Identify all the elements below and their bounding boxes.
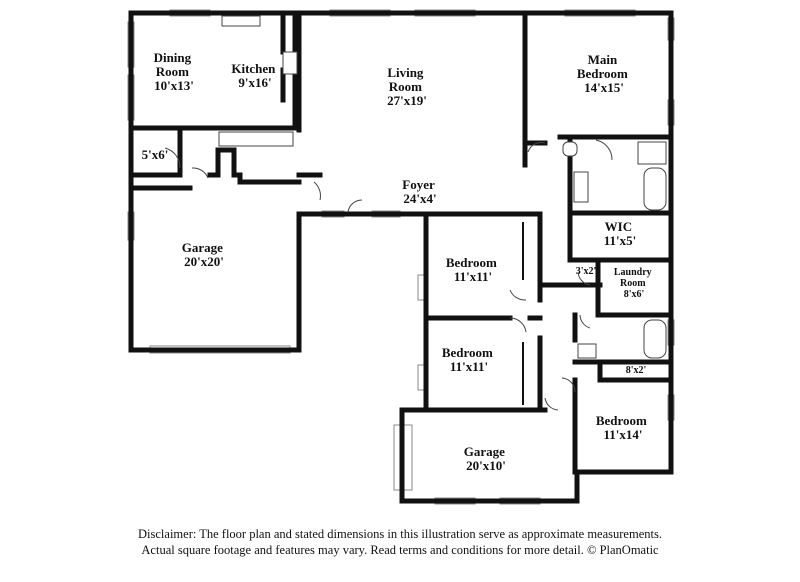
room-label-wic: WIC 11'x5' (604, 219, 637, 248)
room-label-foyer: Foyer 24'x4' (402, 177, 438, 206)
shower (637, 141, 667, 165)
room-label-kitchen: Kitchen 9'x16' (231, 61, 278, 90)
window (417, 364, 425, 391)
sink (282, 51, 298, 75)
room-label-closet-5x6: 5'x6' (142, 147, 169, 162)
floor-plan: Dining Room 10'x13' Kitchen 9'x16' Livin… (127, 9, 675, 505)
room-label-garage-small: Garage 20'x10' (464, 444, 508, 473)
disclaimer-line-2: Actual square footage and features may v… (141, 543, 659, 557)
bathtub (643, 319, 667, 359)
doors (164, 139, 613, 411)
disclaimer-line-1: Disclaimer: The floor plan and stated di… (138, 527, 662, 541)
stove (221, 15, 261, 27)
room-label-bedroom-2: Bedroom 11'x11' (442, 345, 496, 374)
room-label-bedroom-3: Bedroom 11'x14' (596, 413, 650, 442)
vanity (577, 343, 597, 359)
window (417, 274, 425, 301)
interior-details (218, 15, 667, 405)
walls (128, 10, 674, 504)
counter (218, 131, 294, 147)
room-label-dining: Dining Room 10'x13' (154, 50, 195, 93)
bathtub (643, 167, 667, 211)
room-label-living: Living Room 27'x19' (387, 65, 427, 108)
room-label-bedroom-1: Bedroom 11'x11' (446, 255, 500, 284)
toilet (562, 141, 578, 157)
room-label-closet-3x2: 3'x2' (576, 266, 597, 277)
room-label-main-bedroom: Main Bedroom 14'x15' (577, 52, 631, 95)
disclaimer: Disclaimer: The floor plan and stated di… (0, 526, 800, 558)
vanity (573, 171, 589, 203)
room-label-closet-8x2: 8'x2' (626, 365, 647, 376)
room-label-garage-main: Garage 20'x20' (182, 240, 226, 269)
room-label-laundry: Laundry Room 8'x6' (614, 267, 654, 300)
